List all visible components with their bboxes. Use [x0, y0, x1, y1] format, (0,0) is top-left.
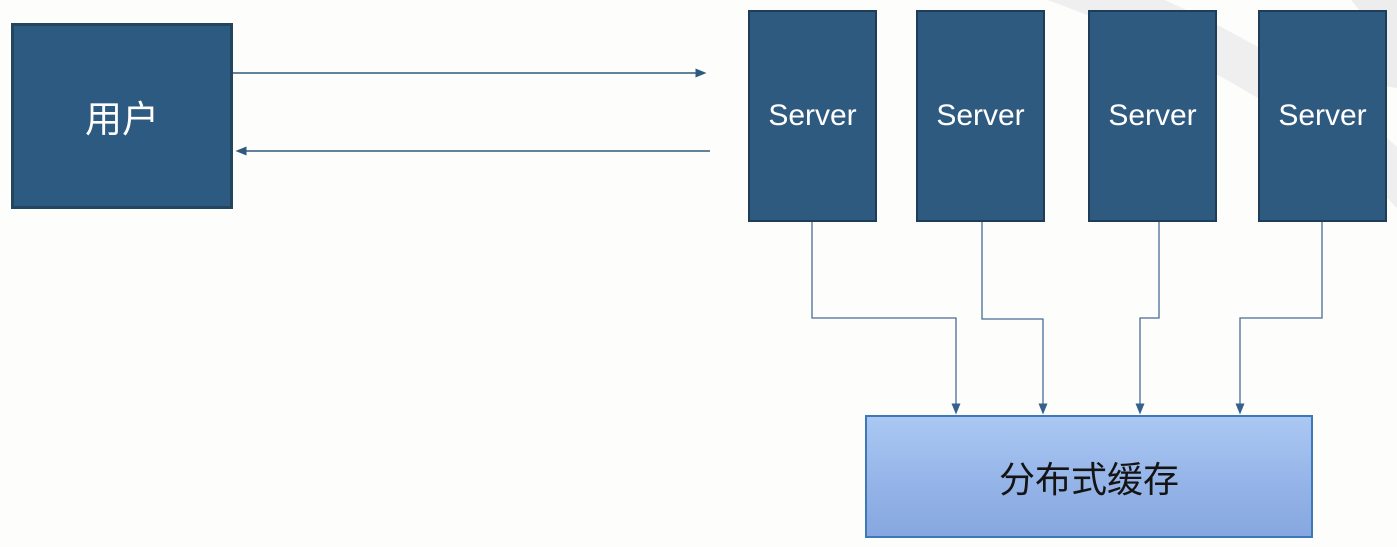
server2-to-cache-connector: [981, 221, 1048, 415]
server4-to-cache-connector: [1235, 221, 1323, 415]
server-node-4: Server: [1258, 10, 1387, 222]
server-node-1: Server: [748, 10, 877, 222]
server-node-label: Server: [768, 99, 857, 132]
server-node-label: Server: [1108, 99, 1197, 132]
server1-to-cache-connector: [811, 221, 961, 415]
user-node-label: 用户: [85, 99, 159, 140]
distributed-cache-node: 分布式缓存: [865, 415, 1313, 538]
server3-to-cache-connector: [1135, 221, 1160, 415]
server-node-label: Server: [936, 99, 1025, 132]
server-node-3: Server: [1088, 10, 1217, 222]
server-node-2: Server: [916, 10, 1045, 222]
server-node-label: Server: [1278, 99, 1367, 132]
distributed-cache-label: 分布式缓存: [998, 458, 1179, 500]
user-node: 用户: [11, 23, 233, 209]
